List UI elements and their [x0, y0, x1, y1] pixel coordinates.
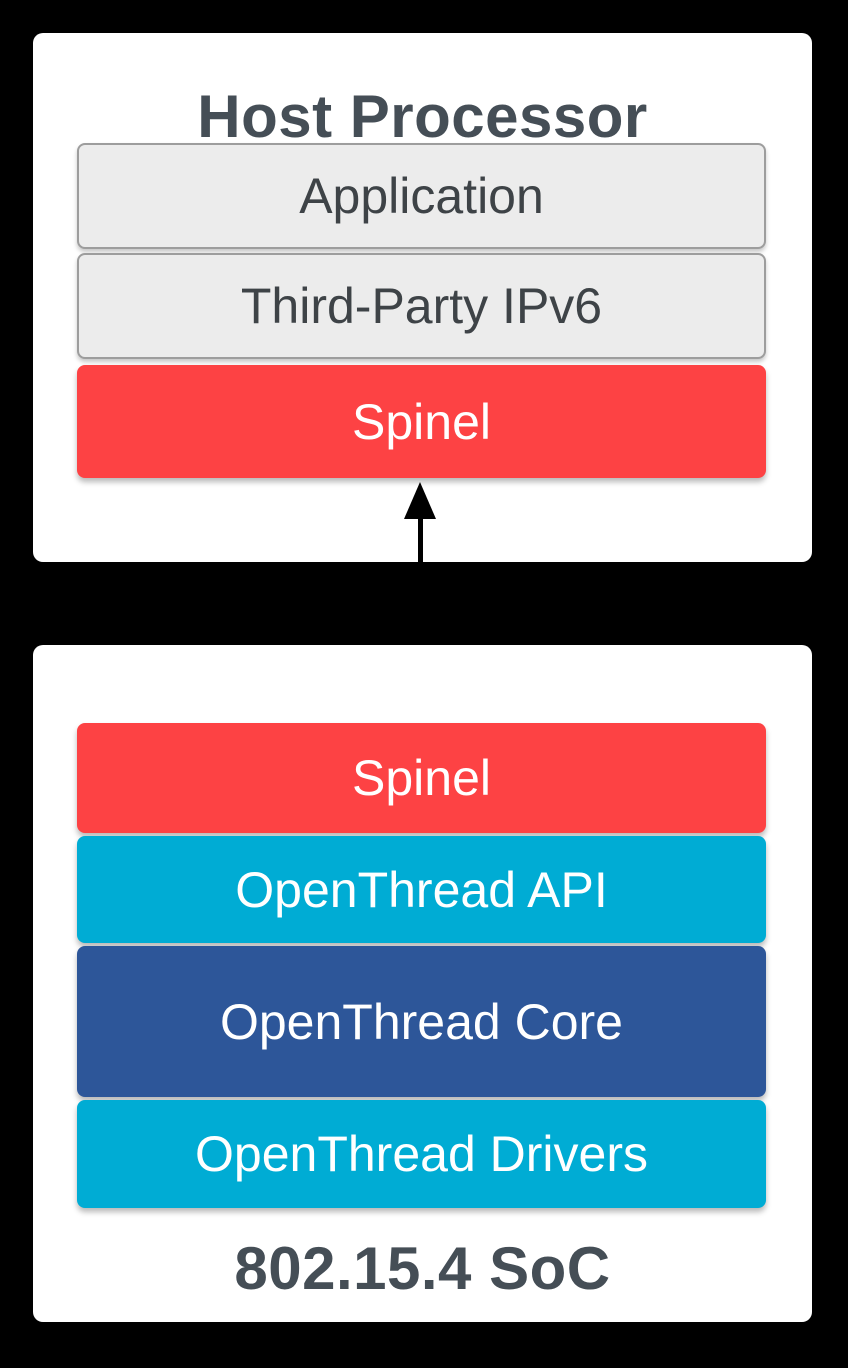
soc-title: 802.15.4 SoC	[234, 1235, 611, 1302]
layer-application-label: Application	[299, 168, 544, 224]
layer-openthread-api-label: OpenThread API	[235, 861, 608, 918]
layer-third-party-ipv6-label: Third-Party IPv6	[240, 278, 603, 334]
host-processor-title: Host Processor	[197, 83, 648, 150]
layer-openthread-drivers-label: OpenThread Drivers	[195, 1126, 648, 1182]
layer-spinel-soc: Spinel	[77, 723, 766, 833]
layer-spinel-host-label: Spinel	[352, 393, 491, 450]
arrow-up-icon	[404, 482, 436, 519]
layer-spinel-soc-label: Spinel	[352, 750, 491, 806]
layer-openthread-core-label: OpenThread Core	[219, 993, 623, 1050]
host-processor-panel: Host Processor Application Third-Party I…	[33, 33, 812, 562]
layer-openthread-api: OpenThread API	[77, 836, 766, 943]
layer-third-party-ipv6: Third-Party IPv6	[77, 253, 766, 359]
soc-panel: Spinel OpenThread API OpenThread Core Op…	[33, 645, 812, 1322]
layer-spinel-host: Spinel	[77, 365, 766, 478]
layer-application: Application	[77, 143, 766, 249]
arrow-line	[418, 514, 423, 684]
layer-openthread-core: OpenThread Core	[77, 946, 766, 1097]
layer-openthread-drivers: OpenThread Drivers	[77, 1100, 766, 1208]
